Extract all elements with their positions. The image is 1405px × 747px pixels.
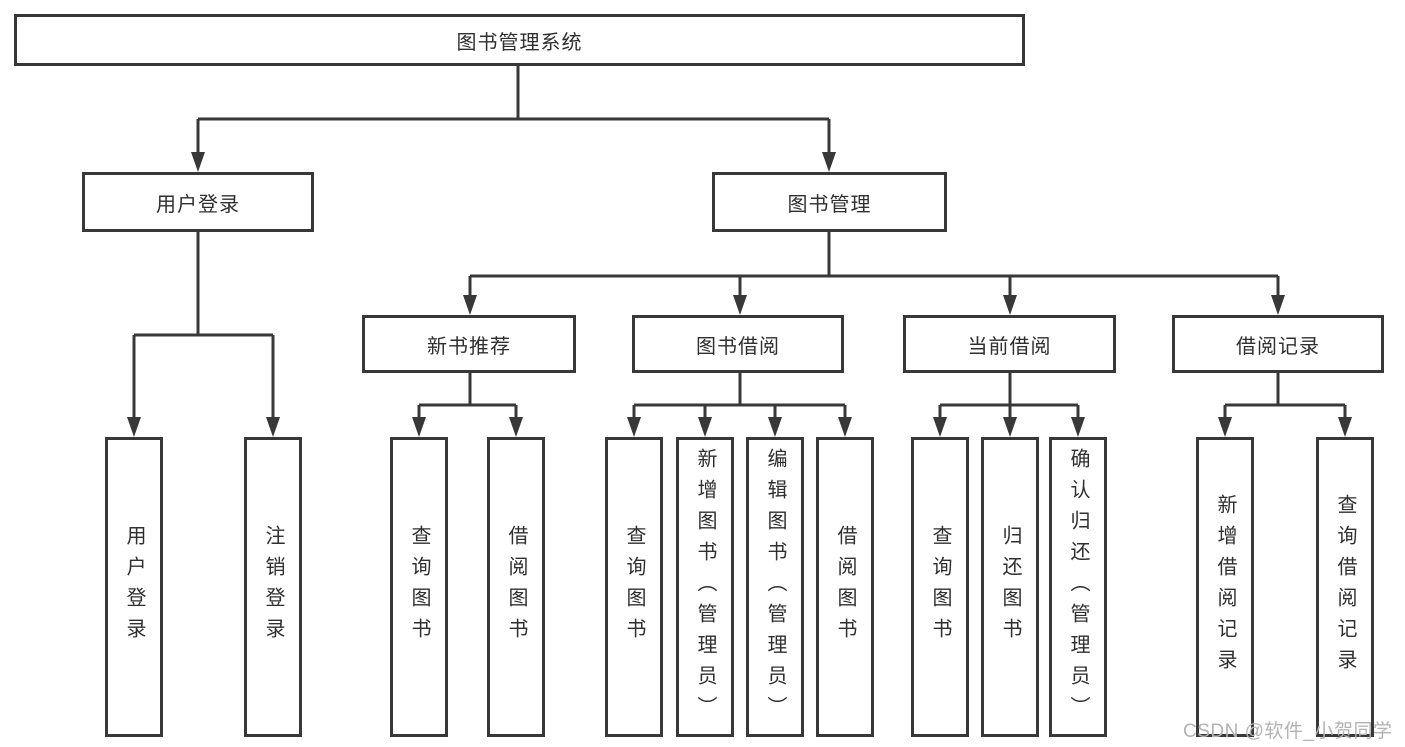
node-book-borrow: 图书借阅: [632, 315, 844, 373]
node-book-management: 图书管理: [712, 172, 947, 232]
node-label: 借阅图书: [505, 525, 527, 649]
leaf-recommend-query-books: 查询图书: [390, 437, 448, 737]
csdn-watermark: CSDN @软件_小贺同学: [1183, 721, 1393, 742]
node-label: 查询图书: [623, 525, 645, 649]
leaf-borrow-edit-books-admin: 编辑图书（管理员）: [746, 437, 804, 737]
node-new-book-recommend: 新书推荐: [362, 315, 576, 373]
leaf-borrow-add-books-admin: 新增图书（管理员）: [676, 437, 734, 737]
leaf-current-query-books: 查询图书: [911, 437, 969, 737]
node-label: 图书管理系统: [456, 31, 583, 54]
node-label: 借阅记录: [1236, 335, 1320, 358]
node-current-borrow: 当前借阅: [903, 315, 1116, 373]
leaf-current-confirm-return-admin: 确认归还（管理员）: [1049, 437, 1107, 737]
leaf-records-add-record: 新增借阅记录: [1196, 437, 1254, 737]
node-root-library-system: 图书管理系统: [14, 14, 1025, 66]
leaf-recommend-borrow-books: 借阅图书: [487, 437, 545, 737]
node-label: 新增借阅记录: [1214, 494, 1236, 680]
node-user-login: 用户登录: [82, 172, 314, 232]
node-label: 图书管理: [787, 193, 872, 216]
node-label: 用户登录: [156, 193, 240, 216]
node-label: 注销登录: [262, 525, 284, 649]
leaf-current-return-books: 归还图书: [981, 437, 1039, 737]
node-label: 查询图书: [929, 525, 951, 649]
node-label: 确认归还（管理员）: [1067, 447, 1089, 727]
leaf-borrow-borrow-books: 借阅图书: [816, 437, 874, 737]
node-borrow-records: 借阅记录: [1172, 315, 1384, 373]
node-label: 图书借阅: [696, 335, 780, 358]
node-label: 用户登录: [123, 525, 145, 649]
node-label: 编辑图书（管理员）: [764, 447, 786, 727]
node-label: 归还图书: [999, 525, 1021, 649]
node-label: 当前借阅: [967, 335, 1052, 358]
node-label: 查询图书: [408, 525, 430, 649]
leaf-user-login: 用户登录: [105, 437, 163, 737]
node-label: 借阅图书: [834, 525, 856, 649]
leaf-records-query-record: 查询借阅记录: [1316, 437, 1374, 737]
node-label: 新增图书（管理员）: [694, 447, 716, 727]
node-label: 查询借阅记录: [1334, 494, 1356, 680]
leaf-logout-login: 注销登录: [244, 437, 302, 737]
leaf-borrow-query-books: 查询图书: [605, 437, 663, 737]
node-label: 新书推荐: [427, 335, 511, 358]
